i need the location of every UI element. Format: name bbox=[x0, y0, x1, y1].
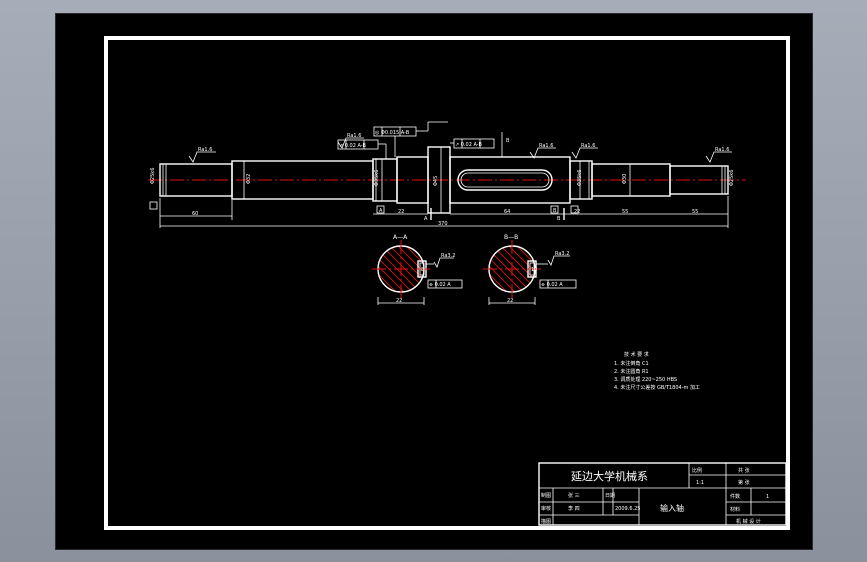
svg-text:Ra1.6: Ra1.6 bbox=[198, 147, 212, 153]
datum-box-right bbox=[570, 205, 579, 214]
tolerance-frame-3: ↗ 0.02 A-B bbox=[450, 138, 495, 149]
svg-text:10: 10 bbox=[531, 267, 537, 273]
section-view-a: A—A 22 Ra3.2 bbox=[372, 234, 463, 305]
roughness-symbol-5: Ra1.6 bbox=[705, 147, 732, 163]
svg-text:8: 8 bbox=[421, 267, 424, 273]
section-view-b: B—B 22 Ra3.2 ⌯ 0.02 bbox=[483, 234, 577, 305]
title-sign-label: 描图 bbox=[541, 518, 551, 525]
svg-text:B: B bbox=[557, 216, 561, 222]
drawing-border bbox=[104, 36, 790, 530]
title-material-label: 材料 bbox=[730, 506, 740, 513]
svg-text:Ra3.2: Ra3.2 bbox=[555, 251, 569, 257]
section-a-roughness: Ra3.2 bbox=[426, 253, 455, 268]
svg-text:⌯ 0.02 A: ⌯ 0.02 A bbox=[429, 282, 451, 288]
title-part-name: 输入轴 bbox=[660, 503, 684, 513]
title-check-value: 李 四 bbox=[568, 505, 580, 512]
svg-text:22: 22 bbox=[396, 298, 402, 304]
tech-req-heading: 技 术 要 求 bbox=[624, 351, 649, 358]
datum-box-b bbox=[550, 205, 559, 214]
dim-length-6: 55 bbox=[692, 209, 698, 215]
datum-box-a bbox=[376, 205, 385, 214]
section-a-label: A—A bbox=[393, 234, 408, 241]
shaft-segment-9 bbox=[669, 165, 729, 195]
dim-diameter-5: Φ35k6 bbox=[577, 170, 583, 186]
title-check-label: 审核 bbox=[541, 505, 551, 512]
tolerance-frame-1: ◎ Φ0.015 A-B bbox=[373, 126, 417, 157]
title-footer: 机 械 设 计 bbox=[736, 518, 761, 525]
svg-text:Ra1.6: Ra1.6 bbox=[581, 143, 595, 149]
datum-box-left bbox=[149, 201, 158, 210]
svg-text:Ra1.6: Ra1.6 bbox=[347, 133, 361, 139]
section-b-roughness: Ra3.2 bbox=[536, 251, 570, 266]
svg-text:A: A bbox=[379, 208, 383, 214]
dim-length-2: 22 bbox=[398, 209, 404, 215]
dim-diameter-3: Φ35k6 bbox=[374, 170, 380, 186]
dim-length-1: 60 bbox=[192, 211, 198, 217]
svg-text:22: 22 bbox=[507, 298, 513, 304]
title-scale-value: 1:1 bbox=[696, 480, 704, 486]
tolerance-frame-2: ↗ 0.02 A-B bbox=[337, 139, 387, 159]
dim-length-total: 370 bbox=[438, 221, 448, 227]
roughness-symbol-2: Ra1.6 bbox=[337, 133, 364, 149]
section-b-label: B—B bbox=[504, 234, 518, 241]
section-b-tolerance: ⌯ 0.02 A 10 bbox=[529, 262, 577, 289]
title-qty-label: 件数 bbox=[730, 493, 740, 500]
tech-req-item-2: 2. 未注圆角 R1 bbox=[614, 368, 649, 375]
svg-text:↗ 0.02 A-B: ↗ 0.02 A-B bbox=[455, 142, 482, 148]
svg-text:B: B bbox=[506, 138, 510, 144]
dim-diameter-2: Φ32 bbox=[246, 174, 252, 184]
engineering-drawing: Φ25k6 Φ32 Φ35k6 Φ45 Φ35k6 Φ30 Φ25k6 60 3… bbox=[104, 36, 790, 530]
tech-req-item-4: 4. 未注尺寸公差按 GB/T1804-m 加工 bbox=[614, 384, 700, 391]
svg-text:↗ 0.02 A-B: ↗ 0.02 A-B bbox=[339, 143, 366, 149]
dim-length-4: 22 bbox=[574, 209, 580, 215]
svg-text:◎ Φ0.015 A-B: ◎ Φ0.015 A-B bbox=[375, 130, 410, 136]
dim-length-3: 64 bbox=[504, 209, 510, 215]
shaft-main-view: Φ25k6 Φ32 Φ35k6 Φ45 Φ35k6 Φ30 Φ25k6 60 3… bbox=[148, 121, 746, 228]
title-design-value: 张 三 bbox=[568, 492, 580, 499]
roughness-symbol-4: Ra1.6 bbox=[571, 143, 598, 159]
svg-text:B: B bbox=[553, 208, 557, 214]
title-school: 延边大学机械系 bbox=[571, 469, 648, 483]
title-date-value: 2009.6.25 bbox=[615, 506, 640, 512]
technical-requirements: 技 术 要 求 1. 未注倒角 C1 2. 未注圆角 R1 3. 调质处理 22… bbox=[614, 351, 700, 391]
dim-length-5: 55 bbox=[622, 209, 628, 215]
title-qty-value: 1 bbox=[766, 494, 769, 500]
svg-text:Ra1.6: Ra1.6 bbox=[539, 143, 553, 149]
cad-viewport[interactable]: Φ25k6 Φ32 Φ35k6 Φ45 Φ35k6 Φ30 Φ25k6 60 3… bbox=[55, 13, 813, 550]
dim-diameter-6: Φ30 bbox=[622, 174, 628, 184]
title-sheet-value: 第 张 bbox=[738, 479, 750, 486]
tech-req-item-1: 1. 未注倒角 C1 bbox=[614, 360, 649, 367]
title-block: 延边大学机械系 比例 1:1 共 张 第 张 制图 张 三 日期 审核 李 四 … bbox=[538, 462, 787, 526]
tech-req-item-3: 3. 调质处理 220~250 HBS bbox=[614, 376, 677, 383]
keyway-slot bbox=[457, 169, 553, 191]
dim-diameter-4: Φ45 bbox=[433, 176, 439, 186]
title-scale-label: 比例 bbox=[692, 467, 702, 474]
roughness-symbol-3: Ra1.6 bbox=[529, 143, 556, 159]
title-design-label: 制图 bbox=[541, 492, 551, 499]
keyway-slot-inner bbox=[460, 172, 550, 188]
svg-text:Ra1.6: Ra1.6 bbox=[715, 147, 729, 153]
tolerance-frame-4: B bbox=[416, 121, 510, 157]
section-a-tolerance: ⌯ 0.02 A 8 bbox=[419, 262, 463, 289]
dim-diameter-1: Φ25k6 bbox=[150, 168, 156, 184]
svg-text:A: A bbox=[424, 216, 428, 222]
title-sheet-label: 共 张 bbox=[738, 467, 750, 474]
dim-diameter-7: Φ25k6 bbox=[729, 170, 735, 186]
roughness-symbol-1: Ra1.6 bbox=[188, 147, 216, 163]
title-date-label: 日期 bbox=[605, 493, 615, 499]
svg-text:⌯ 0.02 A: ⌯ 0.02 A bbox=[541, 282, 563, 288]
svg-text:Ra3.2: Ra3.2 bbox=[441, 253, 455, 259]
